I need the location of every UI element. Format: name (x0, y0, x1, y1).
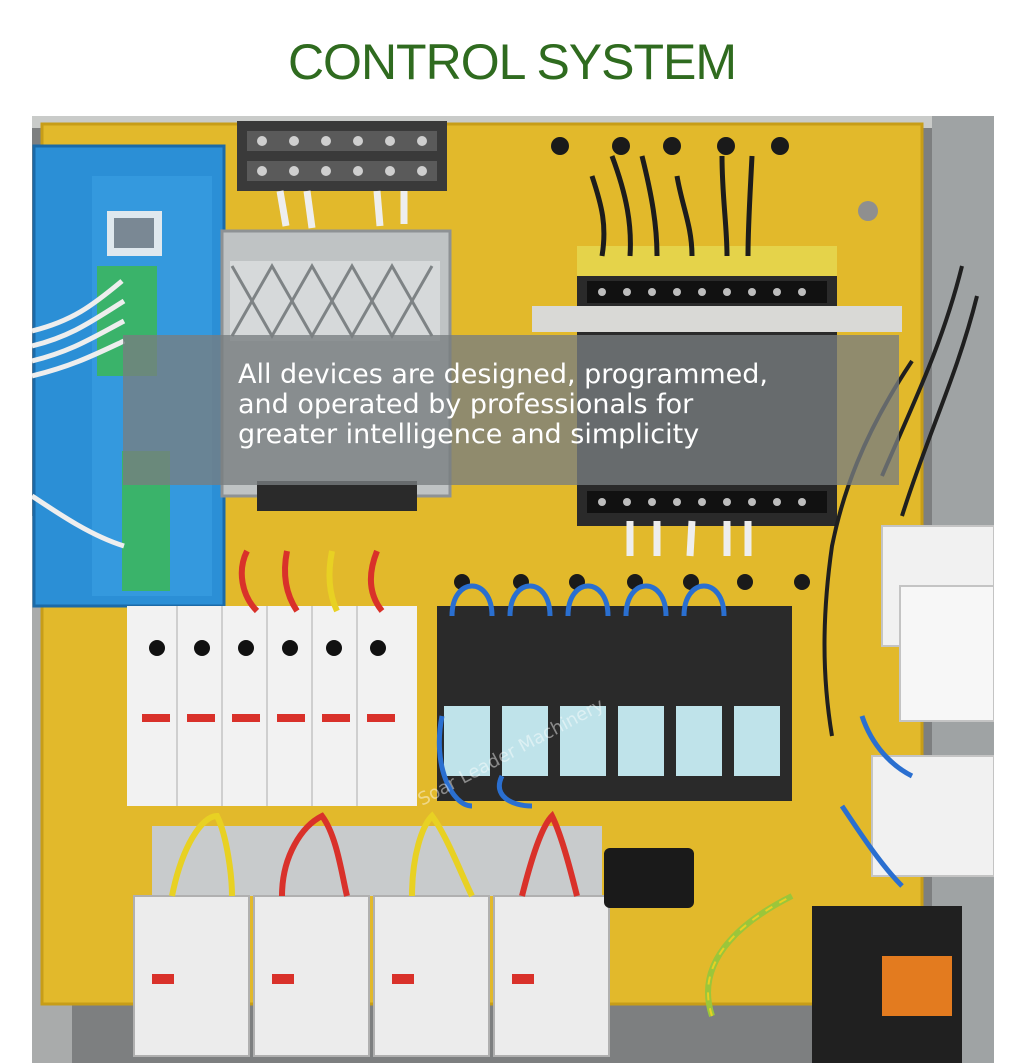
mounting-holes (454, 137, 878, 590)
caption-line-1: All devices are designed, programmed, (238, 359, 769, 390)
top-terminal-strip (237, 121, 447, 229)
terminal-block-cover (604, 848, 694, 908)
page-title: CONTROL SYSTEM (287, 34, 737, 90)
caption-text: All devices are designed, programmed, an… (238, 360, 838, 450)
right-side-relays (812, 265, 994, 1063)
caption-overlay (123, 335, 899, 485)
caption-line-2: and operated by professionals for (238, 389, 694, 420)
fuse-holders (127, 549, 417, 806)
control-panel-illustration: Soar Leader Machinery (32, 116, 994, 1063)
relay-bank (436, 583, 792, 809)
din-rail-top (532, 306, 902, 332)
caption-line-3: greater intelligence and simplicity (238, 419, 700, 450)
control-panel-photo: Soar Leader Machinery (32, 116, 994, 1063)
solid-state-relays (133, 810, 610, 1057)
